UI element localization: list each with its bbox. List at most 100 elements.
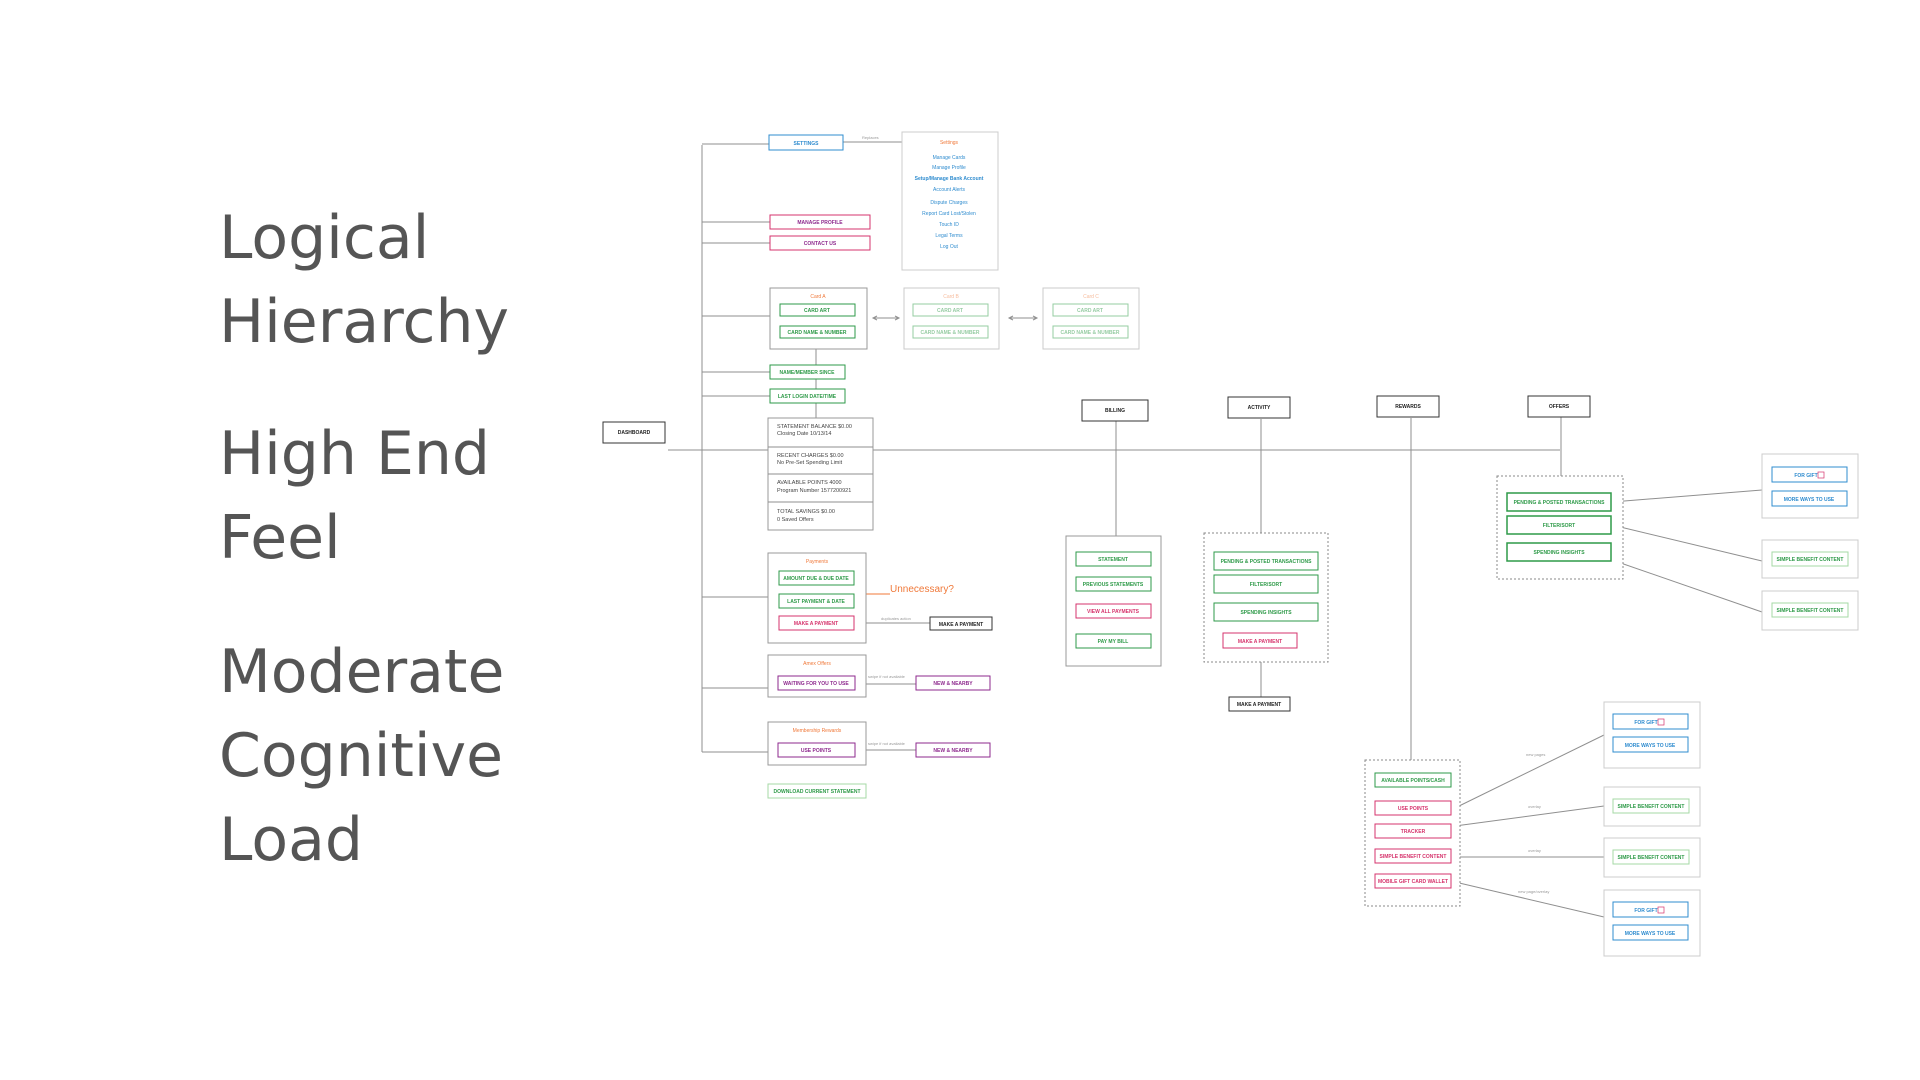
billing-item-pay-bill[interactable]: PAY MY BILL [1098,639,1129,645]
card-c-name: CARD NAME & NUMBER [1061,330,1120,336]
for-gift-button[interactable]: FOR GIFT [1634,720,1657,726]
offers-group: PENDING & POSTED TRANSACTIONS FILTER/SOR… [1496,475,1624,580]
settings-item[interactable]: Log Out [940,244,958,250]
available-points: AVAILABLE POINTS 4000 [777,480,842,486]
for-gift-button[interactable]: FOR GIFT [1634,908,1657,914]
make-payment-button[interactable]: MAKE A PAYMENT [794,621,838,627]
swipe-note: swipe if not available [868,741,906,746]
billing-item-previous[interactable]: PREVIOUS STATEMENTS [1083,582,1144,588]
more-ways-button[interactable]: MORE WAYS TO USE [1625,743,1676,749]
card-a-art: CARD ART [804,308,830,314]
account-summary[interactable]: STATEMENT BALANCE $0.00 Closing Date 10/… [767,417,874,531]
more-ways-button[interactable]: MORE WAYS TO USE [1625,931,1676,937]
activity-item-pending[interactable]: PENDING & POSTED TRANSACTIONS [1221,559,1313,565]
offers-item-pending[interactable]: PENDING & POSTED TRANSACTIONS [1514,500,1606,506]
rewards-item-gift-wallet[interactable]: MOBILE GIFT CARD WALLET [1378,879,1448,885]
settings-item[interactable]: Dispute Charges [930,200,968,206]
rewards-gift-panel-2: FOR GIFT MORE WAYS TO USE [1603,889,1701,957]
spending-limit: No Pre-Set Spending Limit [777,460,843,466]
rewards-item-simple-benefit[interactable]: SIMPLE BENEFIT CONTENT [1380,854,1447,860]
rewards-item-use-points[interactable]: USE POINTS [1398,806,1429,812]
rewards-simple-panel-2: SIMPLE BENEFIT CONTENT [1603,837,1701,878]
settings-item[interactable]: Setup/Manage Bank Account [915,176,984,182]
last-payment[interactable]: LAST PAYMENT & DATE [787,599,845,605]
settings-item[interactable]: Manage Profile [932,165,966,171]
offers-item-insights[interactable]: SPENDING INSIGHTS [1533,550,1585,556]
settings-item[interactable]: Touch ID [939,222,959,228]
offers-header[interactable]: OFFERS [1527,395,1591,418]
simple-benefit-content[interactable]: SIMPLE BENEFIT CONTENT [1618,855,1685,861]
use-points-button[interactable]: USE POINTS [801,748,832,754]
activity-item-make-payment[interactable]: MAKE A PAYMENT [1238,639,1282,645]
for-gift-button[interactable]: FOR GIFT [1794,473,1817,479]
simple-benefit-content[interactable]: SIMPLE BENEFIT CONTENT [1777,557,1844,563]
card-b[interactable]: Card B CARD ART CARD NAME & NUMBER [903,287,1000,350]
simple-benefit-content[interactable]: SIMPLE BENEFIT CONTENT [1618,804,1685,810]
rewards-note: overlay [1528,848,1541,853]
heading-logical-hierarchy: Logical Hierarchy [219,196,509,364]
new-nearby-node[interactable]: NEW & NEARBY [915,742,991,758]
last-login-label: LAST LOGIN DATE/TIME [778,394,837,400]
payments-group: Payments AMOUNT DUE & DUE DATE LAST PAYM… [767,552,867,644]
settings-panel: Settings Manage Cards Manage Profile Set… [901,131,999,271]
activity-make-payment-node[interactable]: MAKE A PAYMENT [1228,696,1291,712]
more-ways-button[interactable]: MORE WAYS TO USE [1784,497,1835,503]
gift-icon [1657,718,1665,726]
swipe-note: swipe if not available [868,674,906,679]
rewards-note: new pages [1526,752,1545,757]
offers-item-filter[interactable]: FILTER/SORT [1543,523,1575,529]
unnecessary-note: Unnecessary? [890,584,954,595]
settings-node[interactable]: SETTINGS [768,134,844,151]
heading-line: Load [219,805,363,875]
rewards-title: REWARDS [1395,404,1421,410]
amount-due[interactable]: AMOUNT DUE & DUE DATE [783,576,849,582]
total-savings: TOTAL SAVINGS $0.00 [777,509,835,515]
billing-group: STATEMENT PREVIOUS STATEMENTS VIEW ALL P… [1065,535,1162,667]
card-b-name: CARD NAME & NUMBER [921,330,980,336]
offers-title: OFFERS [1549,404,1570,410]
settings-item[interactable]: Legal Terms [935,233,963,239]
activity-item-insights[interactable]: SPENDING INSIGHTS [1240,610,1292,616]
card-b-title: Card B [943,294,959,300]
dashboard-label: DASHBOARD [618,430,651,436]
activity-header[interactable]: ACTIVITY [1227,396,1291,419]
member-since-node[interactable]: NAME/MEMBER SINCE [769,364,846,380]
card-a-title: Card A [810,294,826,300]
gift-icon [1817,471,1825,479]
heading-line: Logical [219,203,430,273]
rewards-note: new page/overlay [1518,889,1549,894]
billing-header[interactable]: BILLING [1081,399,1149,422]
billing-item-view-payments[interactable]: VIEW ALL PAYMENTS [1087,609,1140,615]
heading-line: High End [219,419,490,489]
settings-item[interactable]: Report Card Lost/Stolen [922,211,976,217]
manage-profile-node[interactable]: MANAGE PROFILE [769,214,871,230]
gift-icon [1657,906,1665,914]
membership-group: Membership Rewards USE POINTS [767,721,867,766]
make-payment-ext-label: MAKE A PAYMENT [939,622,983,628]
card-a[interactable]: Card A CARD ART CARD NAME & NUMBER [769,287,868,350]
rewards-simple-panel-1: SIMPLE BENEFIT CONTENT [1603,786,1701,827]
contact-us-node[interactable]: CONTACT US [769,235,871,251]
simple-benefit-content[interactable]: SIMPLE BENEFIT CONTENT [1777,608,1844,614]
make-payment-ext-node[interactable]: MAKE A PAYMENT [929,616,993,631]
download-statement-node[interactable]: DOWNLOAD CURRENT STATEMENT [767,783,867,799]
dashboard-node[interactable]: DASHBOARD [602,421,666,444]
settings-item[interactable]: Manage Cards [933,155,966,161]
last-login-node[interactable]: LAST LOGIN DATE/TIME [769,388,846,404]
offers-simple-panel-1: SIMPLE BENEFIT CONTENT [1761,539,1859,579]
rewards-item-tracker[interactable]: TRACKER [1401,829,1426,835]
activity-item-filter[interactable]: FILTER/SORT [1250,582,1282,588]
billing-item-statement[interactable]: STATEMENT [1098,557,1128,563]
settings-item[interactable]: Account Alerts [933,187,965,193]
heading-line: Feel [219,503,341,573]
card-c[interactable]: Card C CARD ART CARD NAME & NUMBER [1042,287,1140,350]
rewards-item-available[interactable]: AVAILABLE POINTS/CASH [1381,778,1445,784]
offers-simple-panel-2: SIMPLE BENEFIT CONTENT [1761,590,1859,631]
waiting-for-you-button[interactable]: WAITING FOR YOU TO USE [783,681,849,687]
card-a-name: CARD NAME & NUMBER [788,330,847,336]
amex-offers-title: Amex Offers [803,661,831,667]
rewards-header[interactable]: REWARDS [1376,395,1440,418]
member-since-label: NAME/MEMBER SINCE [779,370,835,376]
settings-panel-title: Settings [940,140,959,146]
new-nearby-node[interactable]: NEW & NEARBY [915,675,991,691]
